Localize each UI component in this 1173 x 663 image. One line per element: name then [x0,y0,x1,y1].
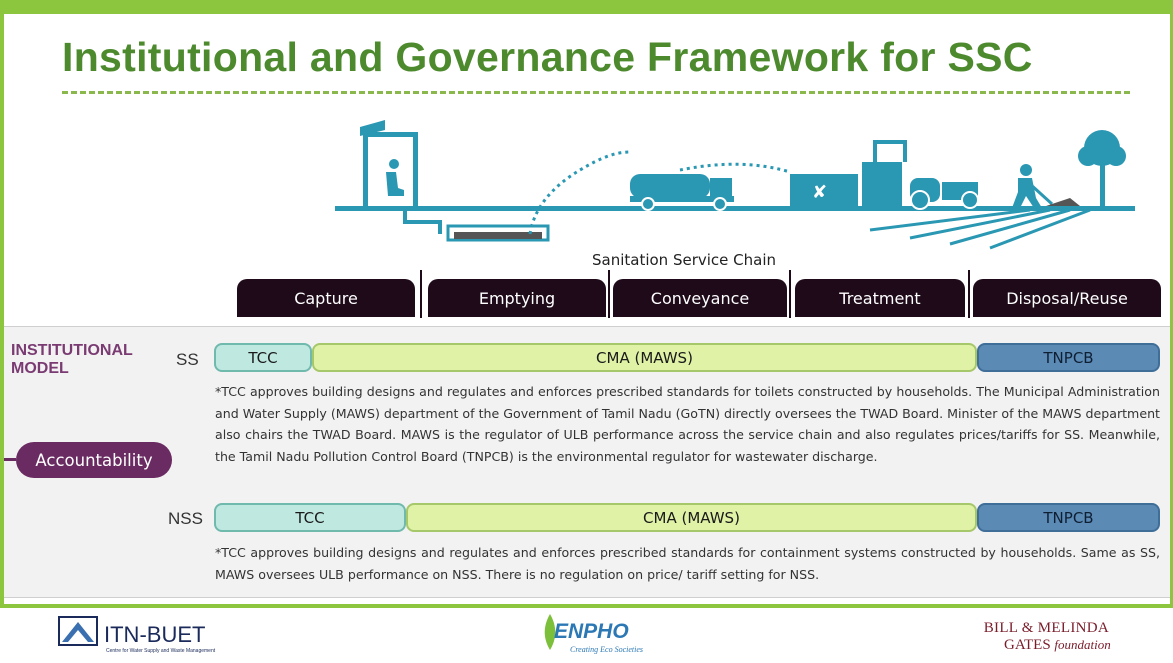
ss-cma-bar: CMA (MAWS) [312,343,977,372]
stage-divider [968,270,970,318]
gates-line3: foundation [1054,637,1111,652]
stage-capture: Capture [237,279,415,317]
ss-tnpcb-bar: TNPCB [977,343,1160,372]
itn-buet-logo: ITN-BUET Centre for Water Supply and Was… [58,616,215,654]
title-divider [62,91,1130,94]
leaf-icon [544,614,556,650]
ss-note: *TCC approves building designs and regul… [215,384,1160,464]
chain-title: Sanitation Service Chain [592,251,777,269]
stage-divider [789,270,791,318]
itn-name: ITN-BUET [104,622,206,647]
institutional-model-label: INSTITUTIONAL MODEL [11,342,133,377]
tractor-icon [910,178,979,210]
itn-logo-icon [58,616,98,646]
treatment-plant-icon: ✘ [790,140,907,206]
stage-divider [420,270,422,318]
gates-line2: GATES [1004,637,1051,653]
vacuum-truck-icon [630,162,791,211]
footer-divider [0,604,1173,608]
sanitation-chain-illustration: ✘ [335,120,1135,250]
svg-text:✘: ✘ [812,182,827,203]
nss-tnpcb-bar: TNPCB [977,503,1160,532]
stage-disposal-reuse: Disposal/Reuse [973,279,1161,317]
ss-tcc-bar: TCC [214,343,312,372]
stage-divider [608,270,610,318]
toilet-icon [360,120,418,208]
tree-icon [1078,130,1126,208]
nss-label: NSS [168,509,203,528]
accountability-badge: Accountability [16,442,172,478]
stage-conveyance: Conveyance [613,279,787,317]
enpho-logo: ENPHO Creating Eco Societies [540,612,643,656]
accountability-connector [4,458,16,461]
farmer-icon [1012,164,1080,208]
ss-label: SS [176,350,199,369]
gates-line1: BILL & MELINDA [983,620,1110,636]
stage-treatment: Treatment [795,279,965,317]
itn-subtitle: Centre for Water Supply and Waste Manage… [106,648,216,654]
top-accent-bar [0,0,1173,14]
left-border [0,14,4,604]
right-border [1170,14,1173,604]
nss-tcc-bar: TCC [214,503,406,532]
slide-title: Institutional and Governance Framework f… [62,34,1033,80]
nss-note: *TCC approves building designs and regul… [215,545,1160,582]
gates-foundation-logo: BILL & MELINDA GATES foundation [982,620,1111,654]
stage-emptying: Emptying [428,279,606,317]
nss-cma-bar: CMA (MAWS) [406,503,977,532]
pipe-icon [403,150,631,242]
enpho-name: ENPHO [554,620,629,643]
enpho-tagline: Creating Eco Societies [570,645,644,654]
